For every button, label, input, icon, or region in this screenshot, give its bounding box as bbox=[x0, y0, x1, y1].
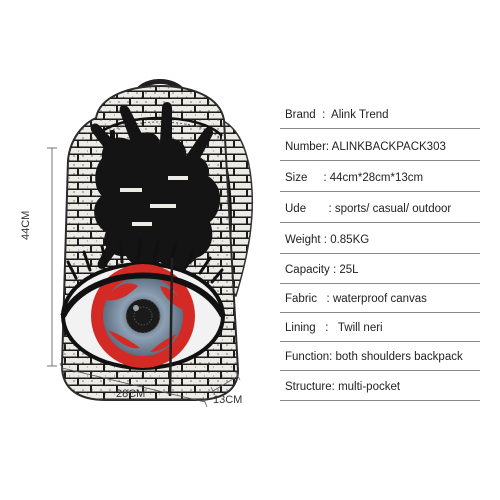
spec-divider bbox=[280, 160, 480, 161]
spec-row-number: Number: ALINKBACKPACK303 bbox=[285, 140, 490, 154]
spec-divider bbox=[280, 222, 480, 223]
spec-separator: : bbox=[306, 203, 335, 215]
spec-divider bbox=[280, 341, 480, 342]
spec-separator: : bbox=[315, 109, 332, 121]
spec-row-use: Ude : sports/ casual/ outdoor bbox=[285, 202, 490, 216]
spec-value: ALINKBACKPACK303 bbox=[331, 141, 446, 153]
spec-separator: : bbox=[325, 141, 332, 153]
spec-label: Fabric bbox=[285, 293, 317, 305]
dimension-guides bbox=[47, 147, 241, 408]
spec-label: Brand bbox=[285, 109, 316, 121]
spec-value: both shoulders backpack bbox=[335, 351, 463, 363]
width-dimension-label: 28CM bbox=[116, 388, 146, 400]
spec-divider bbox=[280, 400, 480, 401]
spec-separator: : bbox=[329, 351, 336, 363]
spec-value: 0.85KG bbox=[330, 234, 370, 246]
spec-separator: : bbox=[331, 381, 339, 393]
spec-divider bbox=[280, 370, 480, 371]
spec-row-fabric: Fabric : waterproof canvas bbox=[285, 292, 490, 306]
spec-value: 25L bbox=[339, 264, 359, 276]
spec-row-size: Size : 44cm*28cm*13cm bbox=[285, 171, 490, 185]
spec-divider bbox=[280, 128, 480, 129]
spec-value: 44cm*28cm*13cm bbox=[329, 172, 424, 184]
spec-value: Twill neri bbox=[337, 322, 383, 334]
spec-divider bbox=[280, 312, 480, 313]
spec-row-weight: Weight : 0.85KG bbox=[285, 233, 490, 247]
spec-row-lining: Lining : Twill neri bbox=[285, 321, 490, 335]
spec-row-structure: Structure: multi-pocket bbox=[285, 380, 490, 394]
spec-separator: : bbox=[307, 172, 330, 184]
spec-label: Size bbox=[285, 172, 308, 184]
hand-graphic bbox=[90, 102, 221, 295]
spec-value: sports/ casual/ outdoor bbox=[334, 203, 452, 215]
spec-row-function: Function: both shoulders backpack bbox=[285, 350, 490, 364]
spec-label: Weight bbox=[285, 234, 321, 246]
spec-value: waterproof canvas bbox=[332, 293, 427, 305]
spec-value: Alink Trend bbox=[331, 109, 389, 121]
spec-separator: : bbox=[315, 322, 338, 334]
spec-label: Structure bbox=[285, 381, 332, 393]
spec-label: Function bbox=[285, 351, 330, 363]
spec-separator: : bbox=[316, 293, 333, 305]
spec-row-capacity: Capacity : 25L bbox=[285, 263, 490, 277]
spec-label: Capacity bbox=[285, 264, 330, 276]
depth-dimension-label: 13CM bbox=[213, 394, 243, 406]
spec-label: Ude bbox=[285, 203, 307, 215]
spec-separator: : bbox=[320, 234, 331, 246]
eye-graphic bbox=[60, 262, 226, 370]
spec-label: Lining bbox=[285, 322, 316, 334]
spec-divider bbox=[280, 191, 480, 192]
spec-separator: : bbox=[329, 264, 340, 276]
spec-row-brand: Brand : Alink Trend bbox=[285, 108, 490, 122]
eyelashes-graphic bbox=[66, 238, 224, 284]
spec-divider bbox=[280, 283, 480, 284]
spec-value: multi-pocket bbox=[338, 381, 401, 393]
height-dimension-label: 44CM bbox=[20, 210, 32, 240]
spec-label: Number bbox=[285, 141, 326, 153]
front-zipper bbox=[168, 257, 174, 397]
spec-divider bbox=[280, 253, 480, 254]
